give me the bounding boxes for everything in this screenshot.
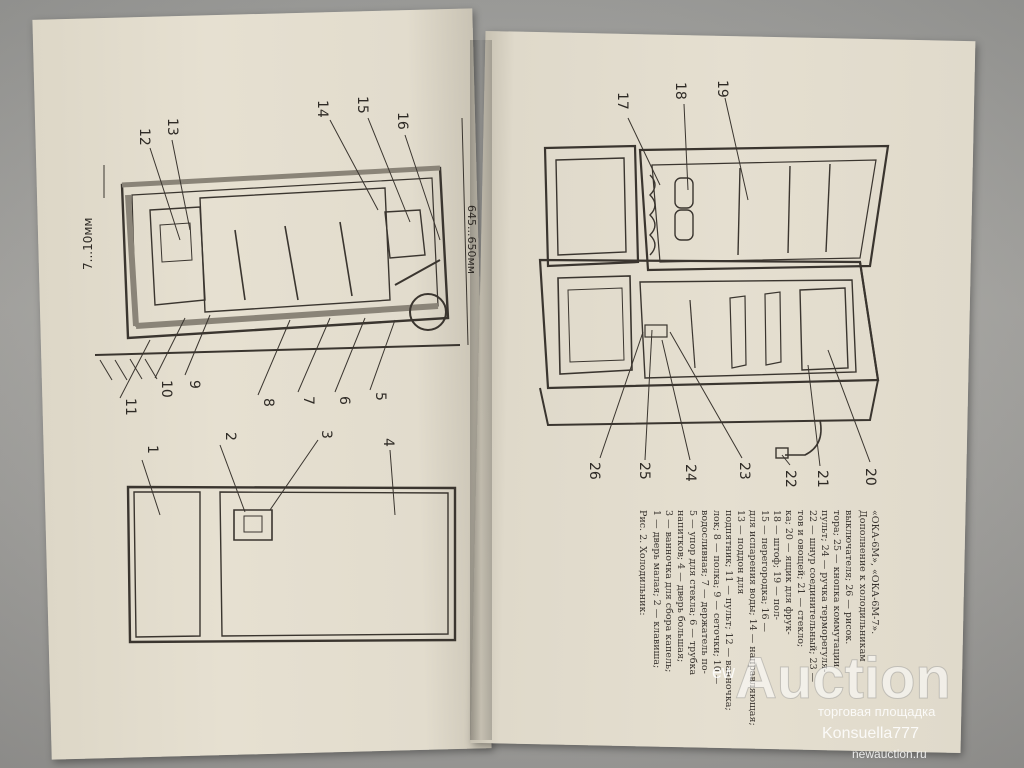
callout-20: 20 — [862, 468, 878, 486]
callout-2: 2 — [222, 432, 238, 441]
callout-6: 6 — [336, 396, 352, 405]
callout-14: 14 — [314, 100, 330, 118]
book-gutter — [470, 40, 492, 740]
caption-line: «ОКА-6М», «ОКА-6М-7». — [869, 510, 880, 634]
figure-caption: Рис. 2. Холодильник: 1 — дверь малая; 2 … — [637, 510, 880, 726]
caption-line: 18 — штоф; 19 — пол- — [771, 510, 782, 620]
callout-15: 15 — [354, 96, 370, 114]
caption-line: пульт; 24 — ручка терморегуля- — [819, 510, 830, 672]
callout-12: 12 — [136, 128, 152, 146]
dimension-side-label: 645...650мм — [465, 205, 478, 274]
caption-line: подпятник; 11 — пульт; 12 — ванночка; — [723, 510, 734, 711]
dimension-top-label: 7...10мм — [81, 218, 95, 270]
callout-21: 21 — [814, 470, 830, 488]
callout-26: 26 — [586, 462, 602, 480]
callout-1: 1 — [144, 445, 160, 454]
fridge-front-view — [126, 485, 457, 644]
callout-7: 7 — [300, 396, 316, 405]
left-callout-labels: 12 13 14 15 16 11 10 9 8 7 6 5 1 2 3 4 7… — [81, 96, 478, 454]
caption-line: выключателя; 26 — рисок. — [843, 510, 854, 644]
fridge-cross-section — [94, 117, 469, 381]
callout-25: 25 — [636, 462, 652, 480]
callout-24: 24 — [682, 464, 698, 482]
watermark-prefix: ew — [712, 662, 736, 682]
callout-19: 19 — [714, 80, 730, 98]
callout-13: 13 — [164, 118, 180, 136]
caption-line: ка; 20 — ящик для фрук- — [783, 510, 794, 635]
right-callout-labels: 17 18 19 26 25 24 23 22 21 20 — [586, 80, 878, 488]
watermark-brand: Auction — [735, 646, 951, 711]
caption-line: Дополнение к холодильникам — [857, 510, 868, 662]
callout-16: 16 — [394, 112, 410, 130]
caption-line: тора; 25 — кнопка коммутации — [831, 510, 842, 667]
watermark-tagline: торговая площадка — [818, 704, 936, 719]
callout-3: 3 — [318, 430, 334, 439]
callout-5: 5 — [372, 392, 388, 401]
callout-23: 23 — [736, 462, 752, 480]
callout-22: 22 — [782, 470, 798, 488]
caption-line: 15 — перегородка; 16 — — [759, 510, 770, 633]
watermark-url: newauction.ru — [852, 747, 927, 761]
callout-9: 9 — [186, 380, 202, 389]
callout-11: 11 — [122, 398, 138, 416]
caption-line: для испарения воды; 14 — направляющая; — [747, 510, 758, 726]
caption-line: лок; 8 — полка; 9 — сеточки; 10 — — [711, 510, 722, 685]
callout-8: 8 — [260, 398, 276, 407]
caption-line: напитков; 4 — дверь большая; — [675, 510, 686, 662]
caption-line: 13 — поддон для — [735, 510, 746, 594]
callout-18: 18 — [672, 82, 688, 100]
callout-10: 10 — [158, 380, 174, 398]
caption-line: водосливная; 7 — держатель по- — [699, 510, 710, 674]
callout-4: 4 — [380, 438, 396, 447]
caption-line: 3 — ванночка для сбора капель; — [663, 510, 674, 672]
caption-line: 1 — дверь малая; 2 — клавиша; — [651, 510, 662, 668]
callout-17: 17 — [614, 92, 630, 110]
caption-line: 5 — упор для стекла; 6 — трубка — [687, 510, 698, 675]
caption-line: тов и овощей; 21 — стекло; — [795, 510, 806, 647]
caption-line: Рис. 2. Холодильник: — [637, 510, 648, 616]
caption-line: 22 — шнур соединительный; 23 — — [807, 510, 818, 683]
watermark-user: Konsuella777 — [822, 725, 919, 742]
